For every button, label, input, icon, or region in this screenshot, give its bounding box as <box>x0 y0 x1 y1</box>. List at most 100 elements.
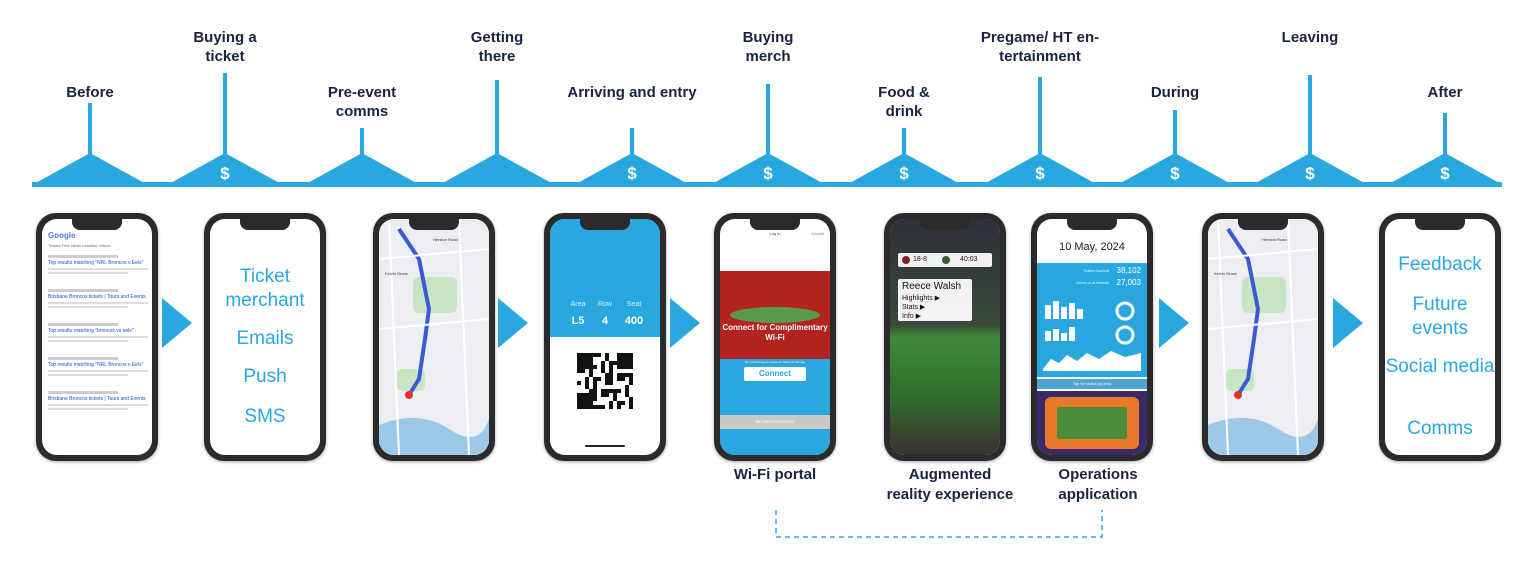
phone-ar: 18-8 40:03 Reece Walsh Highlights ▶ Stat… <box>884 213 1006 461</box>
after-screen: Feedback Future events Social media Comm… <box>1385 219 1495 455</box>
destination-pin <box>405 391 413 399</box>
menu-stats[interactable]: Stats ▶ <box>902 304 926 311</box>
result-title[interactable]: Top results matching "NRL Broncos v Eels… <box>48 362 144 368</box>
qr-module <box>617 377 621 381</box>
timeline-peak <box>982 153 1098 185</box>
after-future-events: Future events <box>1412 294 1468 339</box>
result-title[interactable]: Brisbane Broncos tickets | Tours and Eve… <box>48 396 146 402</box>
area-header: Area <box>570 301 586 308</box>
qr-module <box>581 397 585 401</box>
qr-module <box>625 353 629 357</box>
qr-module <box>625 389 629 393</box>
qr-module <box>589 369 593 373</box>
qr-module <box>609 365 613 369</box>
qr-module <box>601 369 605 373</box>
qr-module <box>621 401 625 405</box>
qr-module <box>593 393 597 397</box>
wifi-ad-banner: BE A BETTER ATHLETE <box>720 415 830 429</box>
timeline-peak <box>304 153 420 185</box>
phone-notch <box>750 219 800 230</box>
ops-tap-bar[interactable]: Tap for status by area <box>1037 379 1147 389</box>
search-result[interactable]: Brisbane Broncos tickets | Tours and Eve… <box>48 289 148 310</box>
map-graphic <box>379 219 489 455</box>
donut <box>1115 325 1135 345</box>
qr-module <box>609 389 613 393</box>
qr-module <box>593 381 597 385</box>
qr-module <box>577 357 581 361</box>
phone-notch <box>72 219 122 230</box>
map-screen: Herston Road Kelvin Grove <box>379 219 489 455</box>
comms-push: Push <box>243 366 287 387</box>
qr-module <box>581 361 585 365</box>
wifi-cancel-link[interactable]: Cancel <box>811 231 824 236</box>
qr-module <box>597 377 601 381</box>
search-result[interactable]: Top results matching "NRL Broncos v Eels… <box>48 357 148 378</box>
bar <box>1045 331 1051 341</box>
qr-module <box>581 401 585 405</box>
qr-module <box>577 353 581 357</box>
search-tabs: Tickets Free News Location Videos <box>48 243 111 248</box>
qr-module <box>585 357 589 361</box>
qr-module <box>593 377 597 381</box>
qr-module <box>609 401 613 405</box>
qr-module <box>617 389 621 393</box>
result-title[interactable]: Brisbane Broncos tickets | Tours and Eve… <box>48 294 146 300</box>
connect-button[interactable]: Connect <box>744 367 806 381</box>
destination-pin <box>1234 391 1242 399</box>
qr-module <box>621 361 625 365</box>
map-screen: Herston Road Kelvin Grove <box>1208 219 1318 455</box>
stage-label: After <box>1427 84 1463 101</box>
qr-module <box>601 393 605 397</box>
search-result[interactable]: Top results matching "NRL Broncos v Eels… <box>48 255 148 276</box>
bar <box>1069 327 1075 341</box>
qr-module <box>609 405 613 409</box>
result-title[interactable]: Top results matching "NRL Broncos v Eels… <box>48 260 144 266</box>
result-snippet <box>48 408 128 410</box>
search-result[interactable]: Brisbane Broncos tickets | Tours and Eve… <box>48 391 148 412</box>
qr-module <box>629 401 633 405</box>
qr-module <box>585 365 589 369</box>
qr-module <box>629 361 633 365</box>
timeline-stem <box>1038 77 1042 157</box>
qr-module <box>625 385 629 389</box>
menu-info[interactable]: Info ▶ <box>902 313 922 320</box>
qr-module <box>577 361 581 365</box>
qr-module <box>605 357 609 361</box>
player-card: Reece Walsh Highlights ▶ Stats ▶ Info ▶ <box>898 279 972 321</box>
qr-module <box>617 365 621 369</box>
qr-module <box>629 405 633 409</box>
qr-module <box>577 381 581 385</box>
result-url <box>48 391 118 394</box>
qr-module <box>605 393 609 397</box>
caption-operations-app: Operations application <box>1058 466 1138 503</box>
timeline-stem <box>88 103 92 157</box>
flow-arrow <box>1333 298 1363 348</box>
result-title[interactable]: Top results matching "broncos vs eels" <box>48 328 134 334</box>
dashed-bracket <box>775 510 1103 538</box>
stage-label: Pre-event comms <box>327 84 397 120</box>
stage-label: Buying merch <box>742 29 794 65</box>
cost-icon: $ <box>220 164 230 183</box>
qr-module <box>601 361 605 365</box>
bar <box>1061 307 1067 319</box>
search-result[interactable]: Top results matching "broncos vs eels" <box>48 323 148 344</box>
park-area <box>1242 277 1286 313</box>
ops-charts <box>1043 301 1141 371</box>
qr-module <box>625 361 629 365</box>
stadium-field <box>730 307 820 323</box>
result-snippet <box>48 336 148 338</box>
timeline-stem <box>1173 110 1177 157</box>
qr-module <box>589 405 593 409</box>
qr-module <box>585 377 589 381</box>
qr-module <box>597 353 601 357</box>
map-graphic <box>1208 219 1318 455</box>
result-snippet <box>48 370 148 372</box>
phone-search: Google Tickets Free News Location Videos… <box>36 213 158 461</box>
qr-module <box>625 357 629 361</box>
menu-highlights[interactable]: Highlights ▶ <box>902 295 941 302</box>
cost-icon: $ <box>1440 164 1450 183</box>
ops-panel: Tickets Scanned 38,102 Ovens on at Netwo… <box>1037 263 1147 377</box>
ops-row-label: Tickets Scanned <box>1083 269 1109 273</box>
timeline-stem <box>1308 75 1312 157</box>
qr-module <box>613 397 617 401</box>
